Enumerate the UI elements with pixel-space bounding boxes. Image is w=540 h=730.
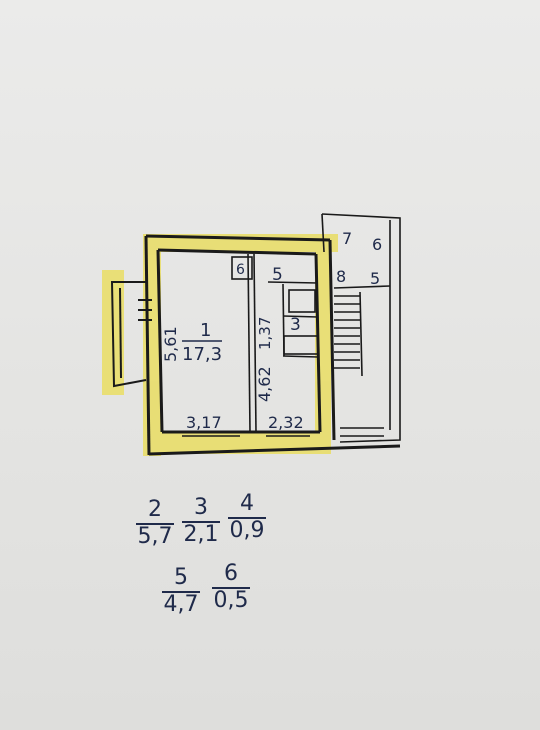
area-note-num: 5 — [162, 566, 200, 593]
corridor-length: 4,62 — [255, 366, 274, 402]
area-note-num: 3 — [182, 496, 220, 523]
area-note-num: 6 — [212, 562, 250, 589]
area-note-value: 5,7 — [137, 524, 173, 549]
area-note-value: 2,1 — [183, 522, 219, 547]
stair-label-6: 6 — [372, 235, 382, 254]
area-note-num: 2 — [136, 498, 174, 525]
room-labels: 1 17,3 5,61 3,17 2,32 4,62 1,37 3 5 6 7 … — [161, 229, 382, 432]
walls — [144, 234, 401, 456]
area-note-value: 0,5 — [213, 588, 249, 613]
area-note-3: 3 2,1 — [182, 496, 220, 547]
partitions — [182, 253, 319, 437]
room1-length: 5,61 — [161, 326, 180, 362]
corridor-width: 2,32 — [268, 413, 304, 432]
area-note-value: 0,9 — [229, 518, 265, 543]
balcony — [110, 281, 152, 388]
area-note-4: 4 0,9 — [228, 492, 266, 543]
area-note-value: 4,7 — [163, 592, 199, 617]
room1-width: 3,17 — [186, 413, 222, 432]
room1-number: 1 — [200, 320, 211, 341]
room3-number: 3 — [290, 315, 301, 335]
stair-label-5: 5 — [370, 269, 380, 288]
room3-length: 1,37 — [256, 317, 274, 350]
stairwell — [321, 213, 401, 443]
area-note-num: 4 — [228, 492, 266, 519]
room6-number: 6 — [236, 262, 245, 278]
stair-label-7: 7 — [342, 229, 352, 248]
area-note-6: 6 0,5 — [212, 562, 250, 613]
room5-number: 5 — [272, 265, 283, 285]
room1-area: 17,3 — [182, 344, 222, 365]
stair-label-8: 8 — [336, 267, 346, 286]
area-note-5: 5 4,7 — [162, 566, 200, 617]
area-note-2: 2 5,7 — [136, 498, 174, 549]
